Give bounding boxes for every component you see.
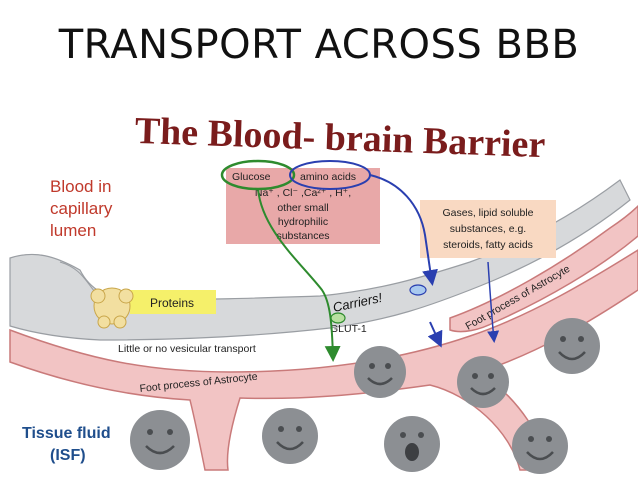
astrocyte-foot-process-right [449, 204, 638, 333]
lipid-line: steroids, fatty acids [443, 239, 533, 251]
hydrophilic-line: hydrophilic [278, 216, 328, 228]
protein-molecule-icon [90, 287, 134, 329]
blood-label-line: lumen [50, 221, 96, 240]
tissue-label-line: (ISF) [50, 447, 86, 464]
blood-label-line: Blood in [50, 177, 111, 196]
endothelial-lumen-edge [59, 261, 96, 293]
blood-label-line: capillary [50, 199, 113, 218]
amino-acids-label: amino acids [300, 171, 356, 183]
tissue-cell [512, 418, 568, 474]
tissue-cell-group [130, 318, 600, 474]
lipid-soluble-box [420, 200, 556, 258]
lipid-line: substances, e.g. [450, 223, 526, 235]
hydrophilic-line: substances [276, 230, 329, 242]
tissue-fluid-label: Tissue fluid (ISF) [22, 425, 111, 464]
glut1-label: GLUT-1 [330, 323, 367, 335]
diagram-title: The Blood- brain Barrier [134, 110, 546, 166]
hydrophilic-box [226, 168, 380, 244]
tissue-cell [544, 318, 600, 374]
lipid-diffusion-arrow [427, 321, 443, 348]
slide-title: TRANSPORT ACROSS BBB [58, 22, 580, 68]
ions-label: Na⁺ , Cl⁻ ,Ca²⁺ , H⁺, [255, 187, 351, 199]
tissue-cell [354, 346, 406, 398]
tissue-cell-surprised [384, 416, 440, 472]
glucose-transport-arrow [257, 188, 341, 362]
tissue-cell [262, 408, 318, 464]
tissue-label-line: Tissue fluid [22, 425, 111, 442]
amino-acid-transport-arrow [369, 174, 438, 286]
amino-acid-carrier-icon [409, 284, 427, 296]
tissue-cell [130, 410, 190, 470]
tissue-cell [457, 356, 509, 408]
proteins-label: Proteins [150, 296, 194, 310]
proteins-box [130, 290, 216, 314]
glucose-label: Glucose [232, 171, 271, 183]
glut1-carrier-icon [330, 312, 346, 324]
hydrophilic-line: other small [277, 202, 328, 214]
lipid-diffusion-arrow-2 [487, 261, 500, 343]
lipid-line: Gases, lipid soluble [442, 207, 533, 219]
vesicular-transport-label: Little or no vesicular transport [118, 343, 256, 355]
blood-lumen-label: Blood in capillary lumen [50, 177, 113, 240]
